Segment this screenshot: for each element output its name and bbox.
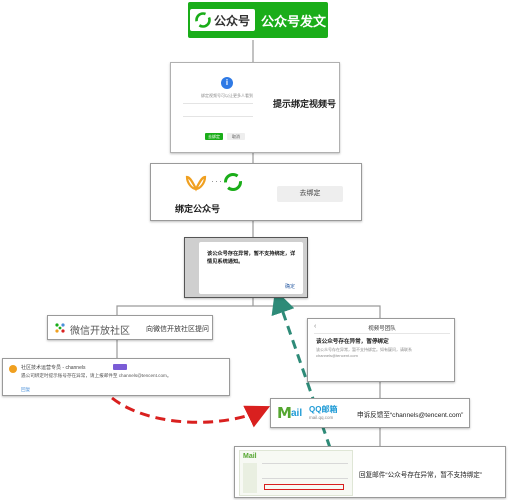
header-title: 公众号发文 <box>261 13 327 29</box>
step1-dialog-text: 绑定视频号可以让更多人看到 <box>201 93 253 98</box>
step1-card: i 绑定视频号可以让更多人看到 去绑定 取消 提示绑定视频号 <box>170 62 340 153</box>
team-body: 该公众号存在异常，暂不支持绑定。如有疑问，请联系 channels@tencen… <box>316 347 412 358</box>
mail-logo-mark: M <box>277 404 292 422</box>
step3-confirm-button[interactable]: 确定 <box>284 284 295 290</box>
post-avatar <box>9 365 17 373</box>
mail-logo-ail: ail <box>291 408 303 419</box>
team-back-icon: ‹ <box>314 323 317 330</box>
video-channel-icon <box>185 175 207 192</box>
step1-dialog-screenshot: i 绑定视频号可以让更多人看到 去绑定 取消 <box>183 71 271 147</box>
community-header-card: 微信开放社区 向微信开放社区提问 <box>47 315 213 340</box>
team-message-card: ‹ 视频号团队 该公众号存在异常，暂停绑定 该公众号存在异常，暂不支持绑定。如有… <box>307 318 455 382</box>
qqmail-logo: M ail QQ邮箱 mail.qq.com <box>277 403 347 425</box>
step1-caption: 提示绑定视频号 <box>273 99 337 109</box>
community-post-card: 社区技术运营专员 - channels 遇公司绑定时提示账号存在异常，请上报邮件… <box>2 358 230 396</box>
team-divider <box>314 333 450 334</box>
info-icon: i <box>221 77 233 89</box>
connector-split <box>116 305 381 318</box>
qqmail-logo-text: QQ邮箱 <box>309 405 338 414</box>
reply-mail-screenshot: Mail <box>239 450 353 496</box>
community-brand: 微信开放社区 <box>70 326 130 337</box>
community-icon <box>55 323 65 333</box>
oa-logo-icon <box>195 12 211 28</box>
reply-mail-caption: 回复邮件“公众号存在异常，暂不支持绑定” <box>359 472 483 479</box>
post-title: 社区技术运营专员 - channels <box>21 365 86 371</box>
qqmail-logo-sub: mail.qq.com <box>309 415 334 420</box>
post-reply-button[interactable]: 回复 <box>21 387 31 392</box>
step3-message: 该公众号存在异常，暂不支持绑定，详情见系统通知。 <box>207 251 296 265</box>
step1-cancel-button[interactable]: 取消 <box>227 133 245 140</box>
step3-card: 该公众号存在异常，暂不支持绑定，详情见系统通知。 确定 <box>184 237 308 298</box>
step1-dialog-lines <box>183 103 253 117</box>
reply-mail-logo: Mail <box>243 453 257 460</box>
post-body: 遇公司绑定时提示账号存在异常，请上报邮件至 channels@tencent.c… <box>21 373 172 378</box>
wechat-oa-logo: 公众号 <box>189 9 255 31</box>
post-badge <box>113 364 127 370</box>
qqmail-caption: 申诉反馈至“channels@tencent.com” <box>357 412 464 419</box>
reply-mail-highlight <box>264 484 344 490</box>
reply-mail-sidebar <box>243 463 257 493</box>
header-banner: 公众号 公众号发文 <box>188 2 328 38</box>
reply-mail-card: Mail 回复邮件“公众号存在异常，暂不支持绑定” <box>234 446 506 498</box>
red-dashed-arrow <box>111 396 271 428</box>
official-account-icon <box>224 173 242 191</box>
step2-card: ··· 去绑定 绑定公众号 <box>150 163 362 221</box>
team-header: 视频号团队 <box>368 326 396 332</box>
step2-bind-button[interactable]: 去绑定 <box>277 186 343 202</box>
qqmail-card: M ail QQ邮箱 mail.qq.com 申诉反馈至“channels@te… <box>270 398 470 428</box>
team-title: 该公众号存在异常，暂停绑定 <box>316 339 389 345</box>
reply-mail-lines <box>262 463 348 479</box>
step2-caption: 绑定公众号 <box>175 204 221 214</box>
link-dots: ··· <box>211 176 223 186</box>
logo-text: 公众号 <box>213 13 250 28</box>
community-caption: 向微信开放社区提问 <box>146 326 209 333</box>
step1-confirm-button[interactable]: 去绑定 <box>205 133 223 140</box>
step3-dialog: 该公众号存在异常，暂不支持绑定，详情见系统通知。 确定 <box>199 242 303 294</box>
